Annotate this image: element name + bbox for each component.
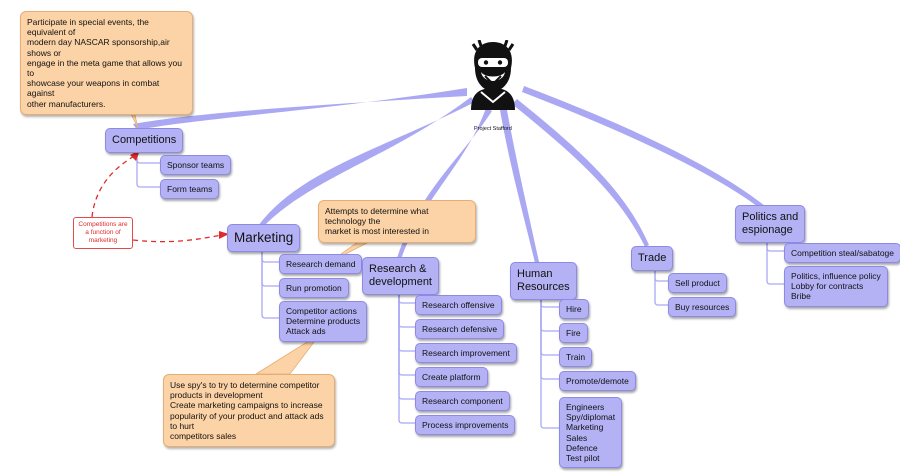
relation-note: Competitions are a function of marketing — [73, 217, 133, 250]
node-run-promotion[interactable]: Run promotion — [279, 278, 349, 299]
node-fire[interactable]: Fire — [559, 323, 588, 344]
callout-research: Attempts to determine what technology th… — [318, 200, 476, 243]
link-root-trade — [512, 99, 649, 247]
node-human-resources[interactable]: Human Resources — [510, 262, 577, 301]
node-competition-steal[interactable]: Competition steal/sabatoge — [784, 243, 900, 264]
node-roles[interactable]: Engineers Spy/diplomat Marketing Sales D… — [559, 397, 623, 469]
callout-competitions: Participate in special events, the equiv… — [20, 11, 193, 115]
node-marketing[interactable]: Marketing — [227, 224, 301, 253]
node-competitions[interactable]: Competitions — [105, 128, 184, 154]
node-sponsor-teams[interactable]: Sponsor teams — [160, 155, 232, 176]
node-research-offensive[interactable]: Research offensive — [415, 295, 502, 316]
node-research-defensive[interactable]: Research defensive — [415, 319, 505, 340]
relation-arrowhead-marketing — [219, 231, 229, 239]
root-label: Project Stafford — [474, 126, 512, 132]
node-research-improvement[interactable]: Research improvement — [415, 343, 517, 364]
relation-link-to-competitions — [91, 154, 137, 218]
node-sell-product[interactable]: Sell product — [668, 273, 727, 294]
link-root-marketing — [258, 97, 475, 228]
node-politics-espionage[interactable]: Politics and espionage — [735, 205, 806, 244]
node-research-development[interactable]: Research & development — [362, 257, 439, 296]
link-root-competitions — [133, 88, 467, 130]
node-research-component[interactable]: Research component — [415, 391, 510, 412]
relation-link-to-marketing — [132, 234, 223, 243]
node-buy-resources[interactable]: Buy resources — [668, 297, 737, 318]
link-root-politics — [522, 86, 765, 209]
masked-face-icon — [471, 40, 515, 110]
node-process-improvements[interactable]: Process improvements — [415, 415, 516, 436]
node-trade[interactable]: Trade — [631, 246, 674, 272]
node-hire[interactable]: Hire — [559, 299, 589, 320]
link-root-hr — [500, 110, 539, 263]
node-politics-influence[interactable]: Politics, influence policy Lobby for con… — [784, 266, 888, 307]
node-competitor-actions[interactable]: Competitor actions Determine products At… — [279, 301, 368, 342]
node-research-demand[interactable]: Research demand — [279, 254, 363, 275]
node-create-platform[interactable]: Create platform — [415, 367, 488, 388]
link-root-research — [397, 108, 492, 259]
node-form-teams[interactable]: Form teams — [160, 179, 220, 200]
callout-marketing: Use spy's to try to determine competitor… — [163, 374, 335, 448]
node-train[interactable]: Train — [559, 347, 593, 368]
node-promote-demote[interactable]: Promote/demote — [559, 371, 636, 392]
